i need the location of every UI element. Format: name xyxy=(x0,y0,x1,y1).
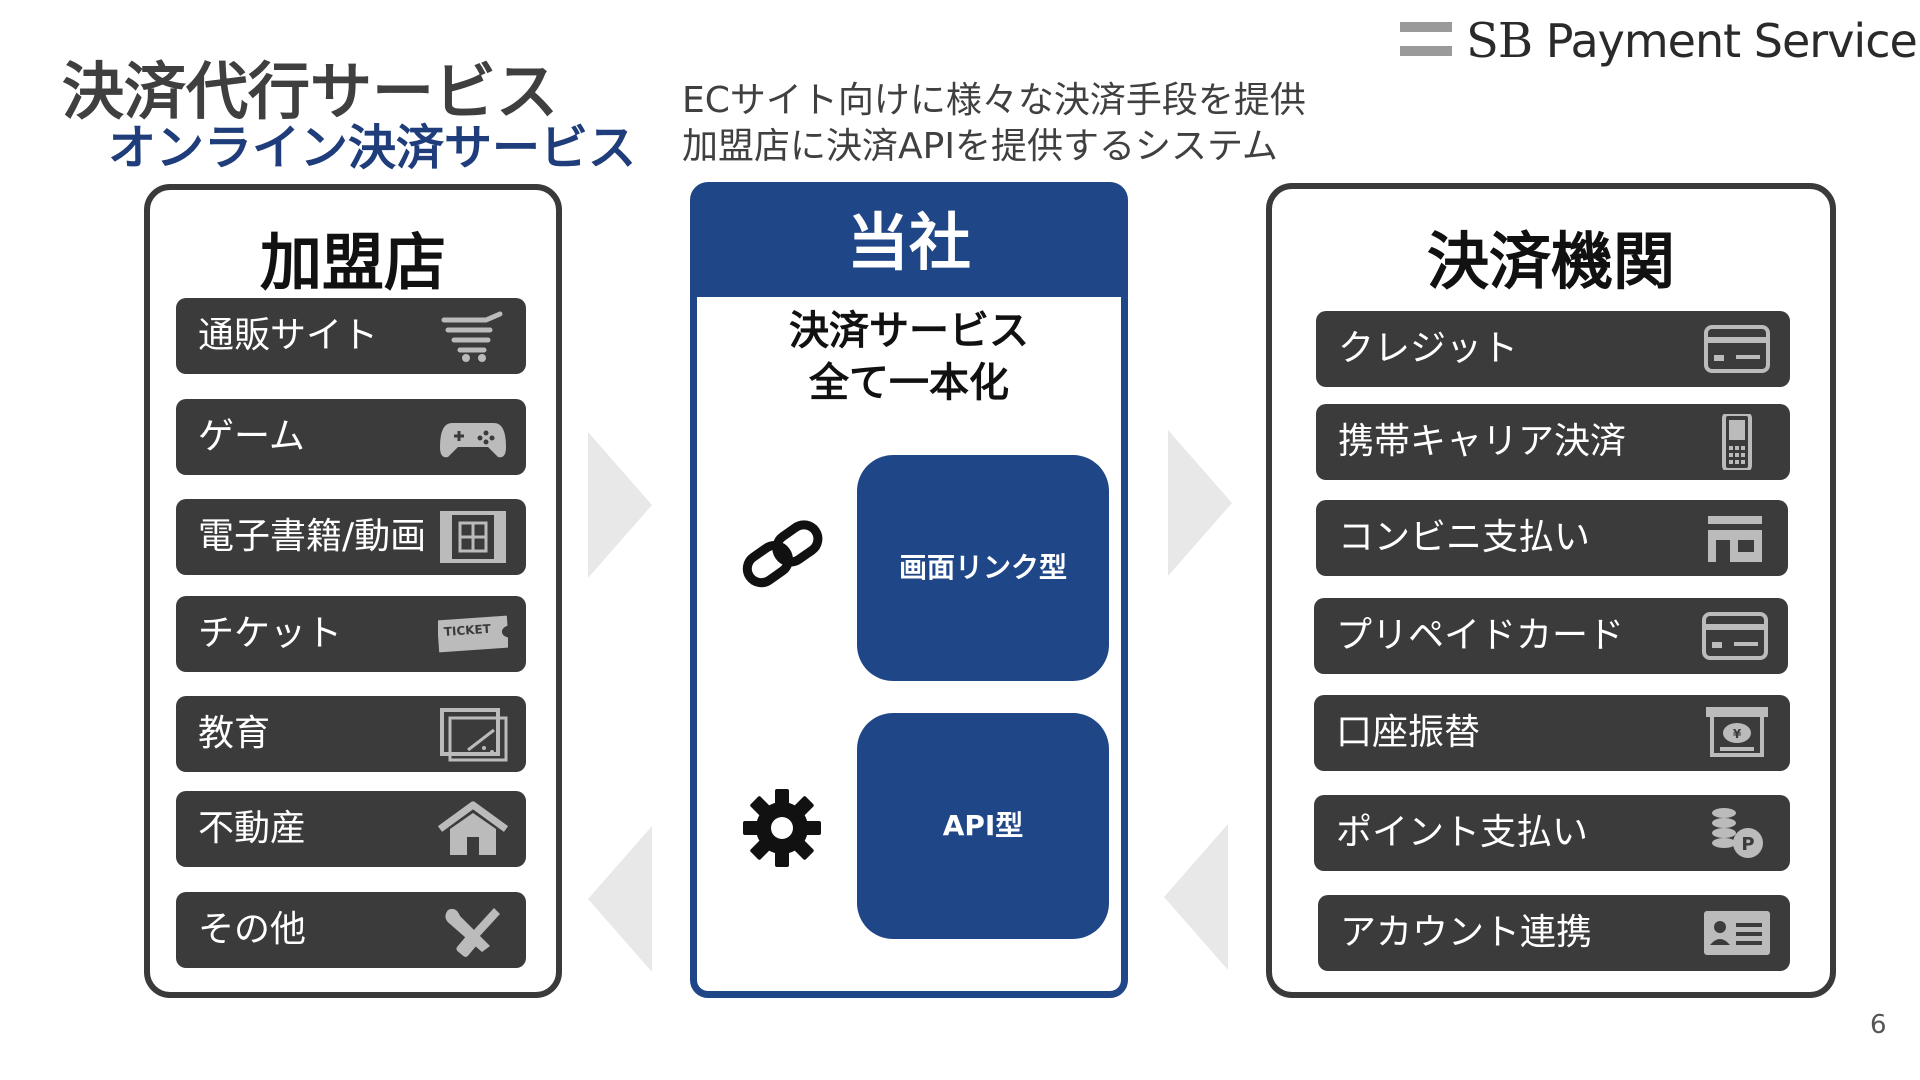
payment-item-account-link: アカウント連携 xyxy=(1318,895,1790,971)
payment-item-points: ポイント支払い P xyxy=(1314,795,1790,871)
payment-item-label: ポイント支払い xyxy=(1336,812,1589,853)
payment-item-label: コンビニ支払い xyxy=(1338,517,1591,558)
gear-icon xyxy=(743,789,821,867)
bank-transfer-icon: ¥ xyxy=(1706,707,1768,757)
svg-text:P: P xyxy=(1741,834,1754,855)
store-icon xyxy=(1708,516,1762,562)
merchant-item-label: その他 xyxy=(198,909,307,950)
link-icon xyxy=(742,520,823,588)
merchant-item-label: 教育 xyxy=(198,713,271,754)
company-panel-title: 当社 xyxy=(697,189,1121,297)
merchant-item-label: ゲーム xyxy=(198,416,305,457)
education-board-icon xyxy=(440,708,508,762)
company-subtitle-line-2: 全て一本化 xyxy=(809,360,1009,406)
merchant-item-label: チケット xyxy=(198,613,343,654)
film-icon xyxy=(440,511,506,563)
payment-item-label: アカウント連携 xyxy=(1340,912,1593,953)
payment-item-label: プリペイドカード xyxy=(1336,615,1625,656)
arrow-right-top-left xyxy=(588,432,652,578)
payment-item-bank-transfer: 口座振替 ¥ xyxy=(1314,695,1790,771)
description: ECサイト向けに様々な決済手段を提供 加盟店に決済APIを提供するシステム xyxy=(682,78,1306,170)
company-subtitle-line-1: 決済サービス xyxy=(789,308,1029,354)
payment-item-label: 携帯キャリア決済 xyxy=(1338,421,1627,462)
screen-link-mode-box: 画面リンク型 xyxy=(857,455,1109,681)
payment-item-label: クレジット xyxy=(1338,328,1519,369)
merchant-item-label: 通販サイト xyxy=(198,315,379,356)
logo-sb: SB xyxy=(1466,13,1533,69)
payment-item-carrier: 携帯キャリア決済 xyxy=(1316,404,1790,480)
tools-icon xyxy=(445,908,500,957)
company-logo: SB Payment Service xyxy=(1400,12,1918,70)
arrow-left-bottom-right xyxy=(1164,824,1228,970)
merchant-item-education: 教育 xyxy=(176,696,526,772)
arrow-left-bottom-left xyxy=(588,826,652,972)
payment-provider-panel-title: 決済機関 xyxy=(1426,225,1675,298)
payment-provider-panel: 決済機関 クレジット 携帯キャリア決済 コンビニ支払い プリペイドカード xyxy=(1266,183,1836,998)
merchant-item-ebook-video: 電子書籍/動画 xyxy=(176,499,526,575)
arrow-right-top-right xyxy=(1168,430,1232,576)
logo-name: Payment Service xyxy=(1545,14,1918,68)
merchant-panel: 加盟店 通販サイト ゲーム 電子書籍/動画 チケット xyxy=(144,184,562,998)
payment-item-credit: クレジット xyxy=(1316,311,1790,387)
merchant-item-label: 不動産 xyxy=(198,808,307,849)
logo-bar-bottom xyxy=(1400,46,1452,56)
svg-text:¥: ¥ xyxy=(1733,727,1742,741)
api-mode-box: API型 xyxy=(857,713,1109,939)
prepaid-card-icon xyxy=(1702,612,1768,660)
payment-item-convenience-store: コンビニ支払い xyxy=(1316,500,1788,576)
merchant-item-label: 電子書籍/動画 xyxy=(198,516,427,557)
shopping-cart-icon xyxy=(441,311,503,362)
description-line-1: ECサイト向けに様々な決済手段を提供 xyxy=(682,80,1306,121)
page-number: 6 xyxy=(1870,1010,1887,1040)
logo-text: SB Payment Service xyxy=(1466,12,1918,70)
merchant-panel-title: 加盟店 xyxy=(259,226,446,299)
gamepad-icon xyxy=(440,423,506,458)
points-coin-icon: P xyxy=(1712,808,1763,858)
ticket-icon: TICKET xyxy=(438,615,508,653)
page-title: 決済代行サービス xyxy=(62,55,559,128)
svg-text:TICKET: TICKET xyxy=(443,622,492,639)
payment-item-prepaid: プリペイドカード xyxy=(1314,598,1788,674)
payment-item-label: 口座振替 xyxy=(1336,712,1481,753)
merchant-item-other: その他 xyxy=(176,892,526,968)
merchant-item-ticket: チケット TICKET xyxy=(176,596,526,672)
merchant-item-ecommerce: 通販サイト xyxy=(176,298,526,374)
description-line-2: 加盟店に決済APIを提供するシステム xyxy=(682,126,1278,167)
logo-bar-top xyxy=(1400,22,1452,32)
merchant-item-game: ゲーム xyxy=(176,399,526,475)
merchant-item-real-estate: 不動産 xyxy=(176,791,526,867)
credit-card-icon xyxy=(1704,325,1770,373)
page-subtitle: オンライン決済サービス xyxy=(108,120,637,176)
id-card-icon xyxy=(1704,911,1770,955)
mobile-phone-icon xyxy=(1722,414,1752,470)
company-panel-subtitle: 決済サービス 全て一本化 xyxy=(697,305,1121,409)
house-icon xyxy=(438,801,508,855)
company-panel: 当社 決済サービス 全て一本化 画面リンク型 API型 xyxy=(690,182,1128,998)
